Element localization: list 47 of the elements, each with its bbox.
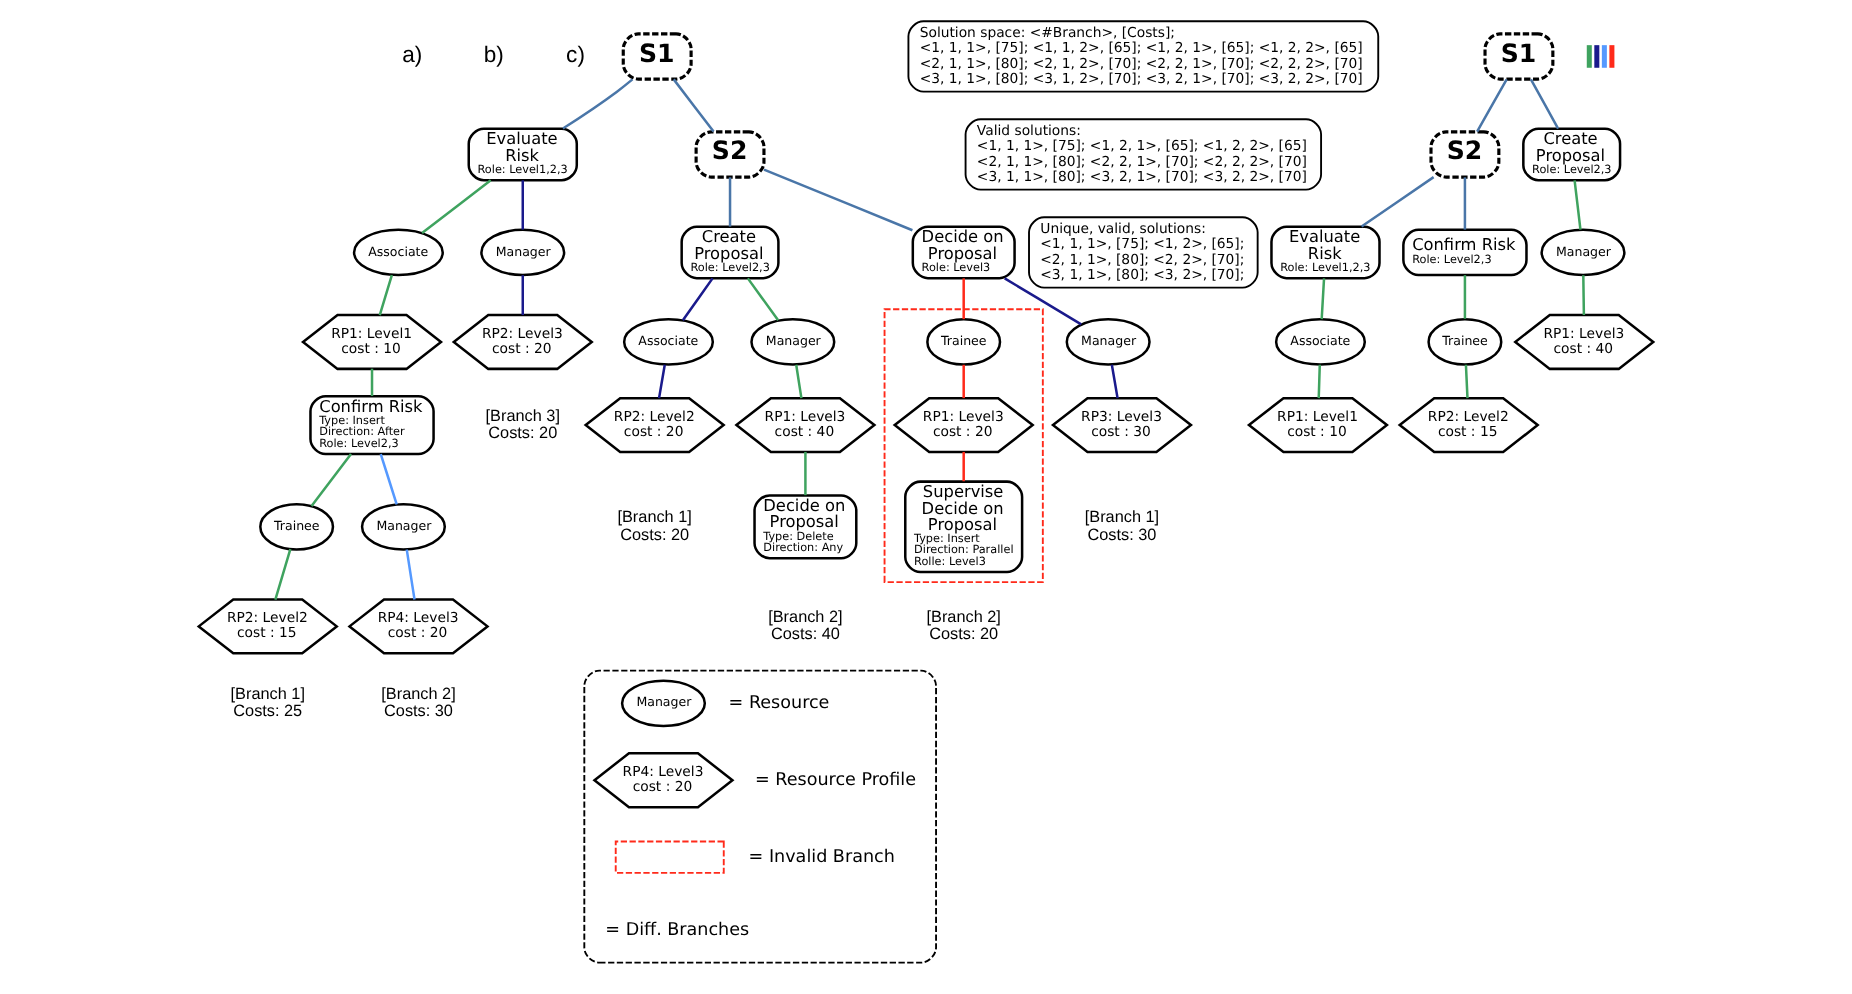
connector [274,548,292,600]
connector [1320,278,1326,320]
connector [746,277,780,322]
connector [1464,364,1469,399]
node-box [614,840,725,874]
connector [1004,277,1082,326]
connector [672,78,715,133]
connector [405,549,416,600]
node-box: S1 [621,32,693,81]
node-box: S1 [1483,32,1555,81]
connector [1573,180,1582,230]
connector [962,278,965,320]
connector [728,177,732,227]
node-box: S2 [1429,130,1501,179]
connector [521,180,524,230]
connector [1110,364,1119,399]
connector [1463,177,1467,230]
connector [310,453,352,507]
connector [1582,275,1586,316]
label: a) [402,43,423,68]
connector [1476,78,1508,133]
cluster [583,669,937,964]
connector [1463,275,1467,319]
connector [562,78,634,130]
connector [370,368,374,396]
connector [763,168,913,232]
connector [1529,78,1560,130]
connector [681,277,714,322]
legend-label: = Invalid Branch [748,847,895,868]
connector [378,274,394,316]
connector [421,179,492,234]
connector [521,275,524,316]
connector [657,364,666,399]
legend-label: = Resource Profile [755,770,917,791]
node-box: S2 [694,130,766,179]
connector [962,364,965,399]
connector [1360,176,1435,228]
connector [794,364,803,399]
legend-label: = Resource [728,693,830,714]
label: b) [483,43,504,68]
legend-label: = Diff. Branches [605,920,750,941]
connector [379,453,398,505]
connector [1317,364,1322,399]
label: c) [566,43,585,68]
cluster [883,308,1044,584]
connector [962,451,965,482]
connector [804,451,807,496]
